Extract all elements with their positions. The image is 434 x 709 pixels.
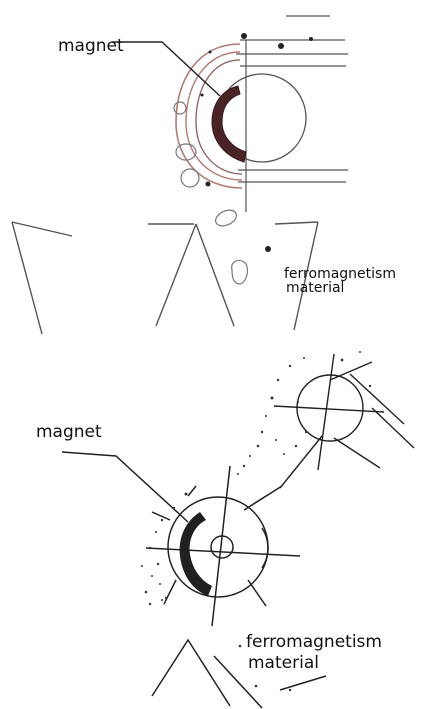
- bottom-magnet-leader: [62, 452, 188, 522]
- bottom-diagram: magnet ferromagnetism material: [36, 351, 414, 708]
- main-rotor: [146, 466, 300, 626]
- top-diagram: magnet ferromagnetism material: [12, 16, 396, 334]
- top-particles: [174, 102, 247, 284]
- top-material-label-line2: material: [286, 280, 344, 296]
- bottom-magnet-label: magnet: [36, 422, 102, 442]
- bottom-material-label-line2: material: [248, 653, 319, 673]
- collection-hoppers: [12, 222, 318, 334]
- dust-particles-upper: [237, 351, 371, 475]
- top-magnet-shape: [212, 86, 246, 162]
- conveyor-belt: [236, 16, 348, 182]
- secondary-rotor: [274, 354, 414, 488]
- top-magnet-label: magnet: [58, 36, 124, 56]
- bottom-material-label-line1: ferromagnetism: [246, 632, 382, 652]
